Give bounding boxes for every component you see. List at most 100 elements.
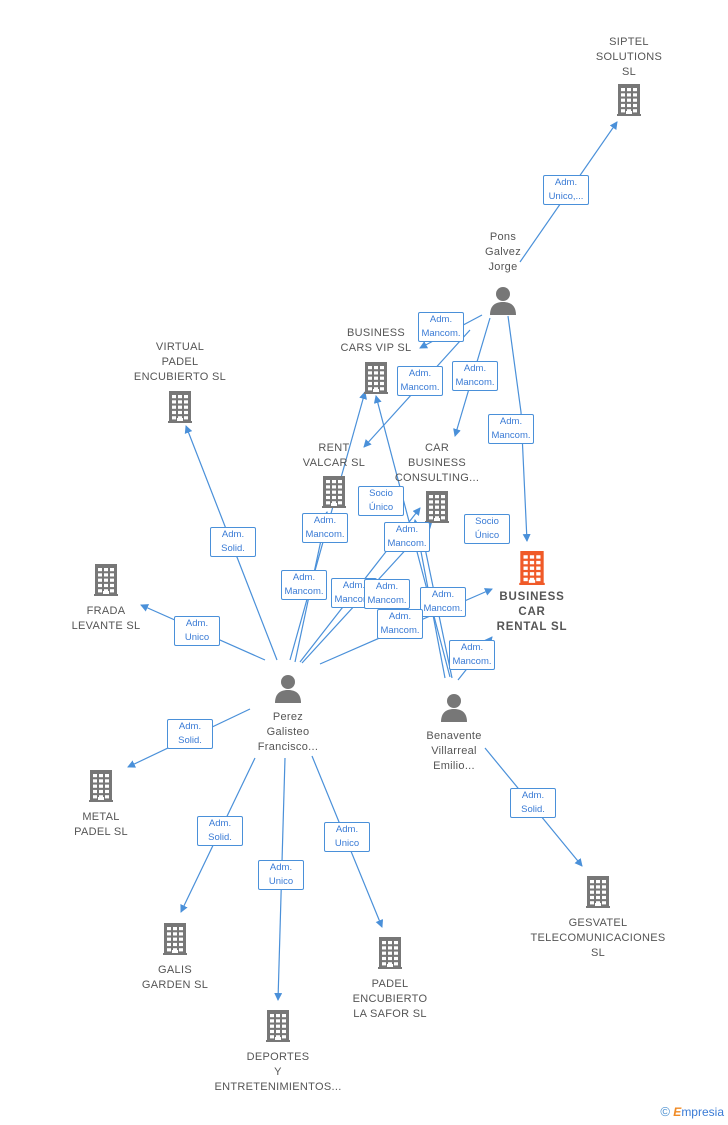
relation-label[interactable]: Adm.Mancom. [452, 361, 498, 391]
relation-label-text: Unico [268, 876, 294, 887]
relation-label-text: Adm. [208, 818, 232, 829]
relation-label-text: Unico,... [548, 191, 584, 202]
relation-label[interactable]: Adm. Mancom. [302, 513, 348, 543]
node-label-line: Francisco... [257, 741, 319, 753]
node-label-line: PADEL SL [74, 826, 128, 838]
node-label-line: Y [274, 1066, 282, 1078]
relation-label-text: Adm. [342, 580, 366, 591]
building-icon[interactable] [363, 362, 389, 399]
building-icon[interactable] [616, 84, 642, 121]
relation-label[interactable]: Adm.Unico [258, 860, 304, 890]
node-label-line: BUSINESS [499, 591, 565, 603]
node-label-line: ENTRETENIMIENTOS... [214, 1081, 342, 1093]
node-label-line: Galisteo [266, 726, 310, 738]
building-icon[interactable] [93, 564, 119, 601]
building-icon[interactable] [88, 770, 114, 807]
node-label-line: GALIS [158, 964, 192, 976]
relation-label-text: Mancom. [400, 382, 440, 393]
relation-label-text: Adm. [431, 589, 455, 600]
relation-label-text: Mancom. [305, 529, 345, 540]
relation-label[interactable]: Adm. Mancom. [418, 312, 464, 342]
person-icon[interactable] [488, 285, 518, 320]
node-label-line: VALCAR SL [302, 457, 366, 469]
relation-label-text: Único [368, 502, 394, 513]
node-label-line: GARDEN SL [141, 979, 209, 991]
relation-label-text: Adm. [388, 611, 412, 622]
node-label-line: LEVANTE SL [71, 620, 141, 632]
node-label-line: RENT [318, 442, 350, 454]
relation-label[interactable]: Adm.Mancom. [281, 570, 327, 600]
relation-label[interactable]: Adm.Solid. [167, 719, 213, 749]
relation-label-text: Adm. [429, 314, 453, 325]
relation-label-text: Adm. [554, 177, 578, 188]
relation-label-text: Solid. [521, 804, 545, 815]
node-label-line: DEPORTES [246, 1051, 310, 1063]
building-icon[interactable] [585, 876, 611, 913]
relation-label-text: Adm. [499, 416, 523, 427]
building-icon[interactable] [321, 476, 347, 513]
building-icon[interactable] [517, 551, 547, 590]
node-label-line: TELECOMUNICACIONES [530, 932, 666, 944]
relation-label-text: Adm. [375, 581, 399, 592]
relation-label-text: Mancom. [421, 328, 461, 339]
node-label-line: CAR [518, 606, 546, 618]
person-icon[interactable] [439, 692, 469, 727]
relation-label-text: Único [474, 530, 500, 541]
node-label-galis[interactable]: GALIS GARDEN SL [142, 963, 208, 993]
relation-label-text: Mancom. [387, 538, 427, 549]
relation-label[interactable]: Adm. Unico,... [543, 175, 589, 205]
relation-label[interactable]: Adm. Mancom. [420, 587, 466, 617]
relation-label-text: Mancom. [334, 594, 374, 605]
relation-label-text: Mancom. [423, 603, 463, 614]
relation-label[interactable]: Adm. Mancom. [449, 640, 495, 670]
relation-label[interactable]: Adm.Mancom. [397, 366, 443, 396]
building-icon[interactable] [167, 391, 193, 428]
relation-label-text: Mancom. [367, 595, 407, 606]
relation-label[interactable]: Adm. Mancom. [364, 579, 410, 609]
node-label-rentvalcar[interactable]: RENT VALCAR SL [303, 441, 365, 471]
relation-label[interactable]: Adm.Unico [324, 822, 370, 852]
building-icon[interactable] [265, 1010, 291, 1047]
building-icon[interactable] [424, 491, 450, 528]
relation-label-text: Mancom. [452, 656, 492, 667]
relation-label[interactable]: Adm.Solid. [210, 527, 256, 557]
building-icon[interactable] [162, 923, 188, 960]
node-label-line: BUSINESS [346, 327, 406, 339]
node-label-line: PADEL [371, 978, 409, 990]
person-icon[interactable] [273, 673, 303, 708]
node-label-line: Villarreal [431, 745, 477, 757]
relation-label-text: Adm. [313, 515, 337, 526]
relation-label-text: Adm. [185, 618, 209, 629]
node-label-line: Perez [272, 711, 304, 723]
node-label-line: Pons [489, 231, 517, 243]
node-label-line: PADEL [161, 356, 199, 368]
empresia-logo: © Empresia [660, 1104, 724, 1119]
relation-label[interactable]: Adm.Mancom. [377, 609, 423, 639]
node-label-bcarrental[interactable]: BUSINESS CAR RENTAL SL [497, 590, 568, 635]
building-icon[interactable] [377, 937, 403, 974]
relation-label[interactable]: Adm.Solid. [510, 788, 556, 818]
relation-label[interactable]: Adm.Mancom. [384, 522, 430, 552]
relation-label[interactable]: Adm.Mancom. [488, 414, 534, 444]
relation-label-text: Adm. [460, 642, 484, 653]
brand-initial: E [673, 1105, 682, 1119]
node-label-line: RENTAL SL [496, 621, 568, 633]
relation-label[interactable]: Adm.Unico [174, 616, 220, 646]
node-label-deportes[interactable]: DEPORTES Y ENTRETENIMIENTOS... [214, 1050, 341, 1095]
relation-label[interactable]: Adm. Solid. [197, 816, 243, 846]
node-label-line: BUSINESS [407, 457, 467, 469]
relation-label-text: Solid. [208, 832, 232, 843]
